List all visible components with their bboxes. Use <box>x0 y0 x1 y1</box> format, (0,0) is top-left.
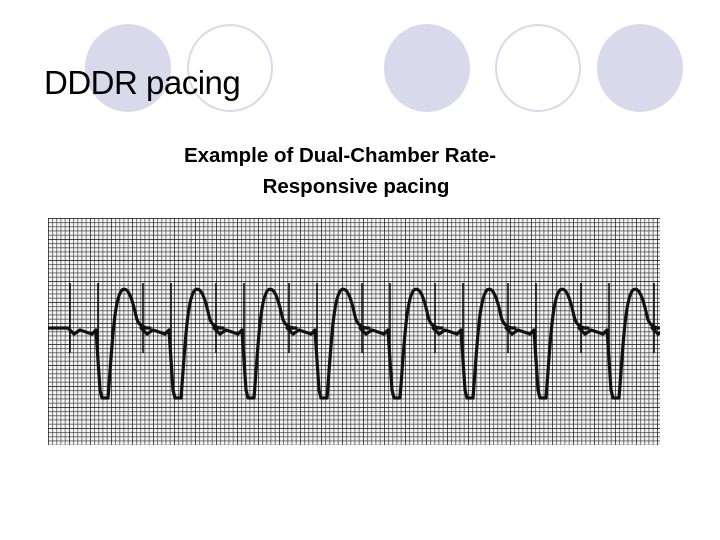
decor-circle-4 <box>495 24 581 112</box>
decor-circle-3 <box>384 24 470 112</box>
subtitle-line-1: Example of Dual-Chamber Rate- <box>183 144 497 167</box>
decor-circle-2 <box>187 24 273 112</box>
subtitle-line-2: Responsive pacing <box>262 175 450 198</box>
decor-circle-5 <box>597 24 683 112</box>
decor-circle-1 <box>85 24 171 112</box>
ecg-trace <box>48 287 660 400</box>
ecg-strip-image <box>48 218 660 445</box>
slide-title: DDDR pacing <box>44 64 241 101</box>
ecg-grid <box>48 218 660 445</box>
pacing-spikes <box>69 283 655 353</box>
slide-subtitle: Example of Dual-Chamber Rate- Responsive… <box>110 140 590 202</box>
